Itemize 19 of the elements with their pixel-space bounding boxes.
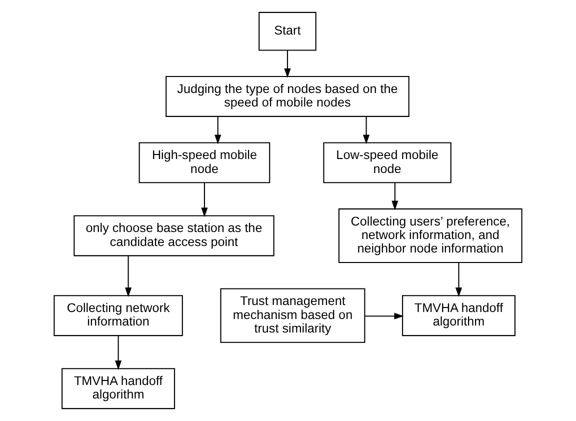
node-box: High-speed mobile node <box>138 142 270 184</box>
node-box: Start <box>258 12 316 51</box>
node-box: Low-speed mobile node <box>323 142 452 184</box>
node-box: Trust management mechanism based on trust similarity <box>220 288 366 343</box>
node-box: Judging the type of nodes based on the speed of mobile nodes <box>166 76 410 117</box>
node-box: only choose base station as the candidate access point <box>74 215 274 256</box>
arrow <box>201 183 208 218</box>
node-box: Collecting users’ preference, network information, and neighbor node information <box>338 208 522 264</box>
arrow <box>362 116 370 144</box>
arrow <box>365 312 404 320</box>
node-box: TMVHA handoff algorithm <box>62 368 176 410</box>
arrow <box>392 183 398 210</box>
arrow <box>214 116 222 144</box>
arrow <box>284 50 291 78</box>
arrow <box>455 262 462 297</box>
arrow <box>114 336 122 370</box>
node-box: Collecting network information <box>54 295 183 336</box>
arrow <box>124 256 132 298</box>
node-box: TMVHA handoff algorithm <box>402 295 516 336</box>
